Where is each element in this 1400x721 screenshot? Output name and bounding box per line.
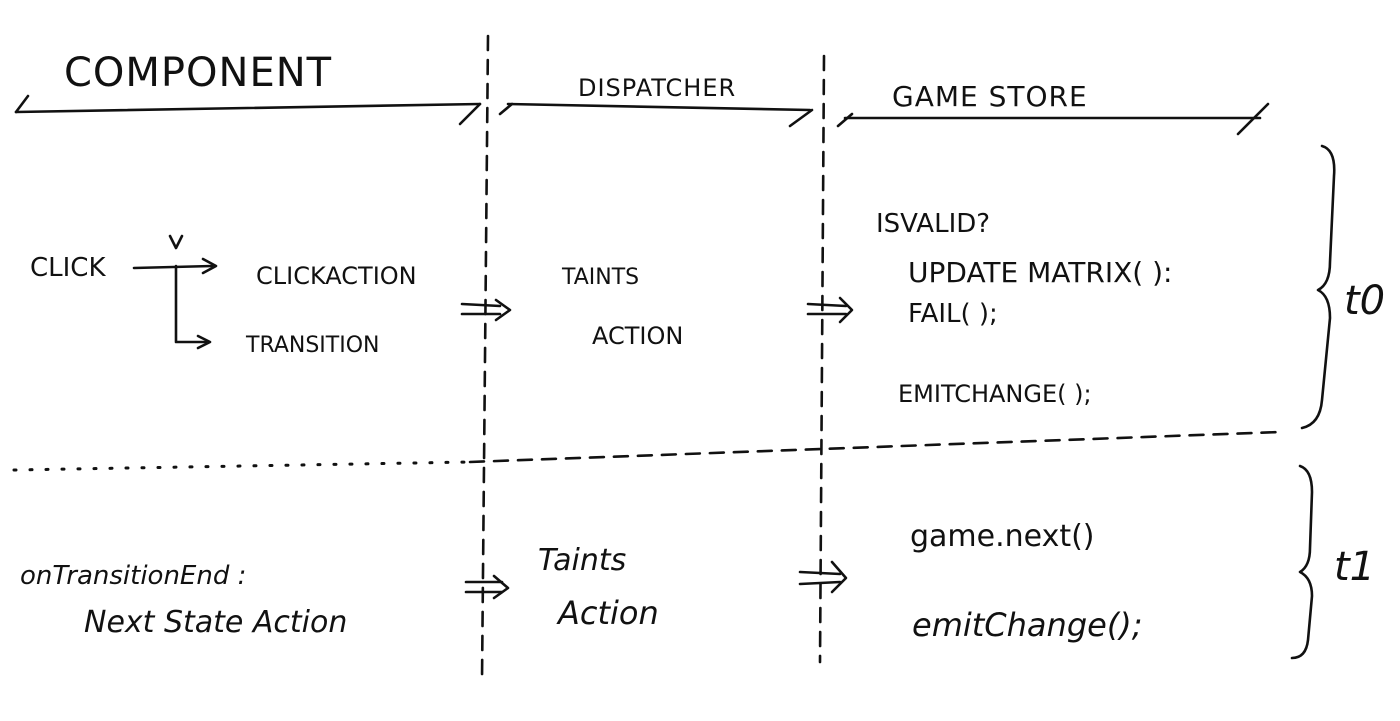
dispatch-arrow-icon [460,298,512,322]
row-separator-dashed [468,430,1282,464]
t1-brace [1290,464,1314,660]
component-range-line [14,94,482,126]
click-action-label: CLICKACTION [256,262,417,290]
click-fork-arrow [132,234,218,350]
click-event-label: CLICK [30,253,106,283]
next-state-action-label: Next State Action [84,605,347,640]
t0-brace [1300,144,1336,430]
t0-time-label: t0 [1344,278,1385,324]
store-isvalid-line: ISVALID? [876,209,990,239]
transition-label: TRANSITION [245,333,380,358]
column-separator-1 [480,34,490,682]
row-separator-dotted [12,460,472,472]
dispatch-arrow-t1-icon [464,574,510,600]
game-store-range-line [836,102,1270,136]
t1-time-label: t1 [1334,544,1375,590]
taints-label: TAINTS [561,265,639,290]
column-header-dispatcher: DISPATCHER [578,74,736,102]
column-separator-2 [818,54,826,664]
store-arrow-t1-icon [798,560,848,594]
on-transition-end-label: onTransitionEnd : [20,561,246,591]
store-emit-change-line: EMITCHANGE( ); [898,380,1092,408]
store-fail-line: FAIL( ); [908,299,998,329]
action-label: ACTION [592,322,683,350]
column-header-component: COMPONENT [64,50,332,96]
dispatcher-range-line [498,102,814,128]
action-t1-label: Action [556,594,659,632]
column-header-game-store: GAME STORE [892,80,1088,113]
game-next-line: game.next() [910,519,1095,554]
emit-change-t1-line: emitChange(); [912,606,1143,644]
taints-t1-label: Taints [538,543,626,578]
store-update-matrix-line: UPDATE MATRIX( ): [908,256,1172,289]
store-arrow-icon [806,296,854,324]
